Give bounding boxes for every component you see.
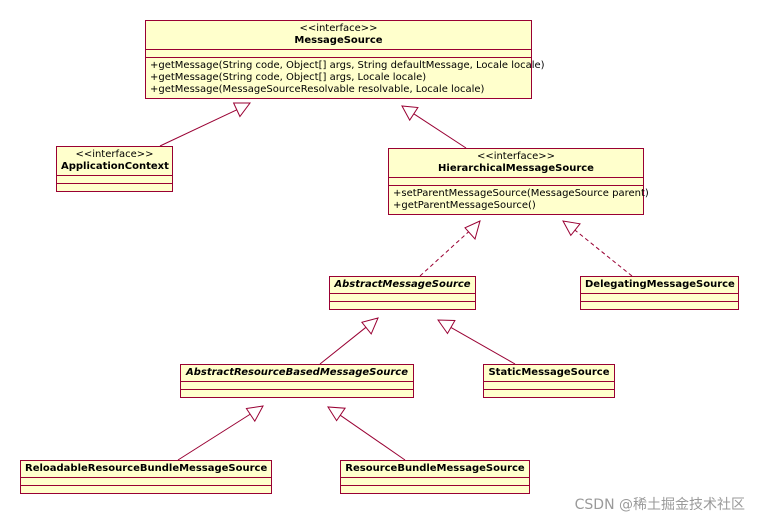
methods-section [341, 486, 529, 493]
class-resource-bundle-message-source[interactable]: ResourceBundleMessageSource [340, 460, 530, 494]
class-static-message-source[interactable]: StaticMessageSource [483, 364, 615, 398]
methods-section [484, 390, 614, 397]
attributes-section [21, 478, 271, 486]
methods-section [330, 302, 475, 309]
class-header: StaticMessageSource [484, 365, 614, 382]
triangle-head-hierarchical-right [562, 220, 581, 237]
edge-abstract-message-source-to-hierarchical [419, 230, 471, 277]
stereotype-label: <<interface>> [75, 149, 154, 160]
attributes-section [581, 294, 738, 302]
method-item: +setParentMessageSource(MessageSource pa… [393, 188, 649, 199]
edge-resource-bundle-to-resource-based [338, 413, 406, 461]
watermark-text: CSDN @稀土掘金技术社区 [574, 497, 745, 513]
class-application-context[interactable]: <<interface>> ApplicationContext [56, 146, 173, 192]
class-header: AbstractMessageSource [330, 277, 475, 294]
class-name: ReloadableResourceBundleMessageSource [25, 463, 268, 474]
edge-delegating-to-hierarchical [573, 228, 633, 277]
attributes-section [181, 382, 413, 390]
triangle-head-hierarchical-left [464, 220, 481, 241]
class-name: DelegatingMessageSource [585, 279, 735, 290]
methods-section [581, 302, 738, 309]
class-name: ResourceBundleMessageSource [345, 463, 525, 474]
method-item: +getParentMessageSource() [393, 200, 536, 211]
triangle-head-resource-based-left [245, 405, 264, 423]
class-reloadable-resource-bundle-message-source[interactable]: ReloadableResourceBundleMessageSource [20, 460, 272, 494]
attributes-section [484, 382, 614, 390]
method-item: +getMessage(String code, Object[] args, … [150, 60, 545, 71]
class-header: AbstractResourceBasedMessageSource [181, 365, 413, 382]
class-name: AbstractResourceBasedMessageSource [185, 367, 408, 378]
class-header: DelegatingMessageSource [581, 277, 738, 294]
class-name: StaticMessageSource [488, 367, 610, 378]
triangle-head-message-source-right [401, 105, 419, 122]
methods-section [181, 390, 413, 397]
class-header: <<interface>> HierarchicalMessageSource [389, 149, 643, 178]
class-name: ApplicationContext [61, 161, 169, 172]
method-item: +getMessage(String code, Object[] args, … [150, 72, 427, 83]
class-delegating-message-source[interactable]: DelegatingMessageSource [580, 276, 739, 310]
attributes-section [57, 176, 172, 184]
edge-static-to-abstract-message-source [449, 326, 516, 365]
class-header: <<interface>> ApplicationContext [57, 147, 172, 176]
attributes-section [330, 294, 475, 302]
stereotype-label: <<interface>> [476, 151, 556, 162]
stereotype-label: <<interface>> [299, 23, 378, 34]
edge-application-context-to-message-source [159, 109, 238, 147]
class-message-source[interactable]: <<interface>> MessageSource +getMessage(… [145, 20, 545, 99]
methods-section [57, 184, 172, 191]
triangle-head-abstract-message-source-right [437, 319, 456, 335]
triangle-head-resource-based-right [327, 406, 347, 422]
edge-resource-based-to-abstract-message-source [319, 325, 368, 365]
attributes-section [146, 50, 531, 58]
method-item: +getMessage(MessageSourceResolvable reso… [150, 84, 485, 95]
triangle-head-message-source-left [232, 102, 251, 118]
class-hierarchical-message-source[interactable]: <<interface>> HierarchicalMessageSource … [388, 148, 649, 215]
class-header: ReloadableResourceBundleMessageSource [21, 461, 271, 478]
methods-section: +getMessage(String code, Object[] args, … [146, 58, 545, 98]
class-header: ResourceBundleMessageSource [341, 461, 529, 478]
edge-hierarchical-to-message-source [413, 113, 467, 149]
class-name: MessageSource [294, 35, 383, 46]
attributes-section [389, 178, 643, 186]
attributes-section [341, 478, 529, 486]
class-name: AbstractMessageSource [334, 279, 471, 290]
methods-section: +setParentMessageSource(MessageSource pa… [389, 186, 649, 214]
class-name: HierarchicalMessageSource [438, 163, 594, 174]
triangle-head-abstract-message-source-left [361, 317, 379, 335]
class-abstract-resource-based-message-source[interactable]: AbstractResourceBasedMessageSource [180, 364, 414, 398]
class-abstract-message-source[interactable]: AbstractMessageSource [329, 276, 476, 310]
class-header: <<interface>> MessageSource [146, 21, 531, 50]
edge-reloadable-to-resource-based [177, 412, 253, 461]
methods-section [21, 486, 271, 493]
